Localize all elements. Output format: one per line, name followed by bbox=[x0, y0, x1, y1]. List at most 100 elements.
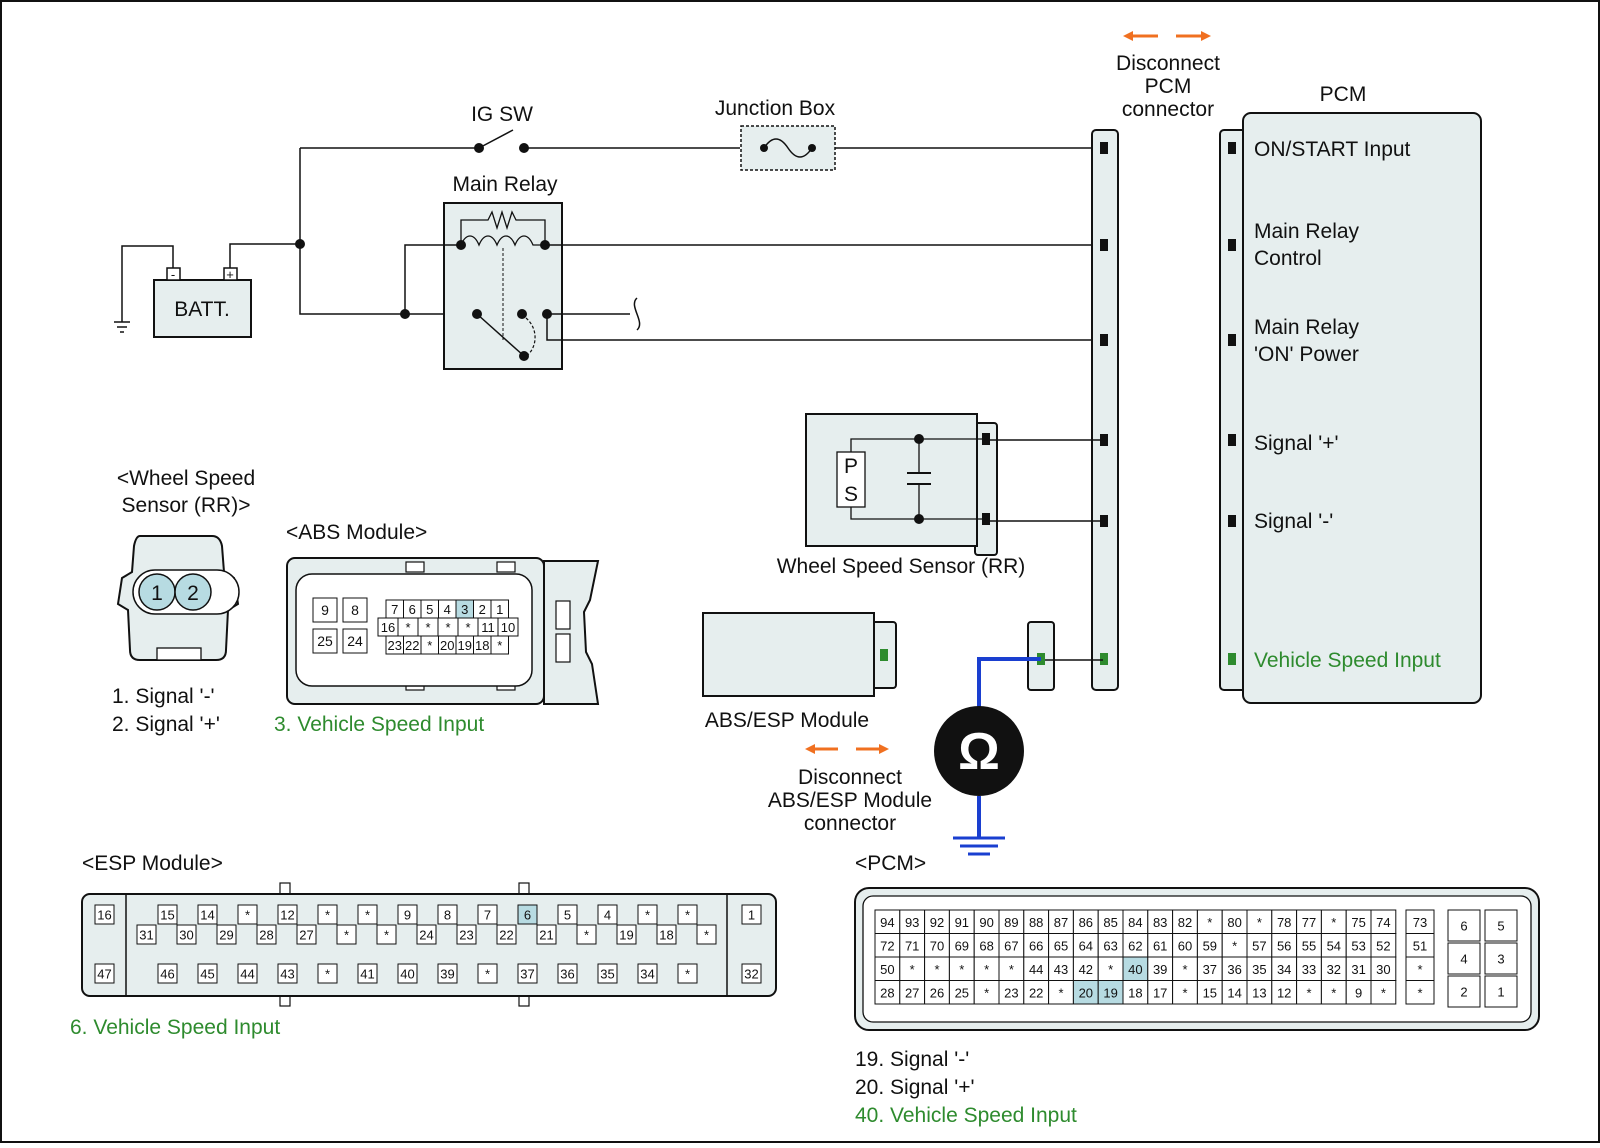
pin-label: 20 bbox=[440, 638, 454, 653]
esp-pin-45: 45 bbox=[197, 963, 218, 984]
pin-label: * bbox=[344, 928, 349, 943]
pin-label: 4 bbox=[604, 908, 611, 923]
pin-label: 37 bbox=[520, 967, 534, 982]
abs-pin-9: 9 bbox=[312, 597, 338, 623]
pin-label: 19 bbox=[458, 638, 472, 653]
pin-label: 19 bbox=[619, 928, 633, 943]
pin-label: * bbox=[1182, 962, 1187, 977]
pin-label: 82 bbox=[1178, 915, 1192, 930]
pin-label: 53 bbox=[1351, 938, 1365, 953]
pin-label: 65 bbox=[1054, 938, 1068, 953]
abs-pin-*: * bbox=[420, 635, 439, 655]
pin-label: 62 bbox=[1128, 938, 1142, 953]
pin-label: * bbox=[405, 620, 410, 635]
pin-label: 23 bbox=[459, 928, 473, 943]
pin-label: 5 bbox=[564, 908, 571, 923]
esp-pin-*: * bbox=[317, 963, 338, 984]
pin-label: * bbox=[497, 638, 502, 653]
ohmmeter-icon: Ω bbox=[934, 706, 1024, 796]
esp-pin-*: * bbox=[637, 904, 658, 925]
esp-pin-29: 29 bbox=[216, 924, 237, 945]
pin-label: * bbox=[465, 620, 470, 635]
pin-label: 31 bbox=[1351, 962, 1365, 977]
pcm-pin-25: 25 bbox=[948, 980, 975, 1005]
disconnect-abs-line3: connector bbox=[804, 812, 896, 835]
battery-label: BATT. bbox=[174, 298, 230, 321]
pin-label: 28 bbox=[880, 985, 894, 1000]
sensor-s-label: S bbox=[844, 483, 858, 506]
pcm-pin-27: 27 bbox=[899, 980, 926, 1005]
pin-label: * bbox=[1306, 985, 1311, 1000]
esp-pin-43: 43 bbox=[277, 963, 298, 984]
pcm-pin-73: 73 bbox=[1405, 909, 1435, 934]
pcm-title: PCM bbox=[1320, 83, 1367, 106]
pin-label: * bbox=[959, 962, 964, 977]
pin-label: 73 bbox=[1413, 915, 1427, 930]
abs-pin-25: 25 bbox=[312, 628, 338, 654]
pcm-pin-*: * bbox=[1172, 980, 1198, 1005]
pin-label: 32 bbox=[1327, 962, 1341, 977]
pcm-pin-52: 52 bbox=[1370, 933, 1397, 958]
pin-label: 42 bbox=[1079, 962, 1093, 977]
pin-label: 17 bbox=[1153, 985, 1167, 1000]
pin-label: * bbox=[1108, 962, 1113, 977]
abs-pin-3: 3 bbox=[455, 599, 474, 619]
pin-label: 26 bbox=[930, 985, 944, 1000]
pin-label: 47 bbox=[97, 967, 111, 982]
esp-pin-15: 15 bbox=[157, 904, 178, 925]
ig-sw-label: IG SW bbox=[471, 103, 533, 126]
esp-pin-*: * bbox=[696, 924, 717, 945]
esp-pin-*: * bbox=[237, 904, 258, 925]
esp-pin-40: 40 bbox=[397, 963, 418, 984]
pin-label: 69 bbox=[955, 938, 969, 953]
pin-label: 36 bbox=[560, 967, 574, 982]
esp-pin-8: 8 bbox=[437, 904, 458, 925]
pin-label: 61 bbox=[1153, 938, 1167, 953]
esp-pin-23: 23 bbox=[456, 924, 477, 945]
pcm-pin-50: 50 bbox=[874, 956, 901, 981]
pcm-pin-61: 61 bbox=[1147, 933, 1174, 958]
pin-label: 19 bbox=[1103, 985, 1117, 1000]
pcm-pin-*: * bbox=[1097, 956, 1124, 981]
pcm-pin-main-relay-power-2: 'ON' Power bbox=[1254, 343, 1359, 366]
pcm-pin-74: 74 bbox=[1370, 909, 1397, 934]
pin-label: 2 bbox=[1460, 985, 1467, 1000]
pcm-pin-26: 26 bbox=[924, 980, 950, 1005]
pin-label: 6 bbox=[524, 908, 531, 923]
pin-label: 39 bbox=[440, 967, 454, 982]
main-relay-label: Main Relay bbox=[452, 173, 558, 196]
abs-pin-*: * bbox=[397, 617, 419, 637]
abs-pin-20: 20 bbox=[438, 635, 457, 655]
pin-label: 86 bbox=[1079, 915, 1093, 930]
pin-label: 41 bbox=[360, 967, 374, 982]
esp-pin-*: * bbox=[376, 924, 397, 945]
pcm-pin-42: 42 bbox=[1072, 956, 1099, 981]
pcm-pin-43: 43 bbox=[1048, 956, 1074, 981]
abs-esp-module-label: ABS/ESP Module bbox=[705, 709, 869, 732]
pin-label: 14 bbox=[200, 908, 214, 923]
pin-label: 57 bbox=[1252, 938, 1266, 953]
pin-label: * bbox=[245, 908, 250, 923]
esp-pin-41: 41 bbox=[357, 963, 378, 984]
esp-pin-24: 24 bbox=[416, 924, 437, 945]
pin-label: * bbox=[1331, 985, 1336, 1000]
pcm-pin-22: 22 bbox=[1023, 980, 1050, 1005]
pcm-legend-2: 20. Signal '+' bbox=[855, 1076, 975, 1099]
pin-label: * bbox=[934, 962, 939, 977]
pcm-pin-28: 28 bbox=[874, 980, 901, 1005]
pcm-pin-35: 35 bbox=[1246, 956, 1273, 981]
pin-label: * bbox=[1232, 938, 1237, 953]
pcm-pin-32: 32 bbox=[1320, 956, 1347, 981]
esp-pin-*: * bbox=[477, 963, 498, 984]
esp-pin-36: 36 bbox=[557, 963, 578, 984]
wss-pin-1: 1 bbox=[151, 582, 163, 605]
pin-label: 21 bbox=[539, 928, 553, 943]
pcm-pin-30: 30 bbox=[1370, 956, 1397, 981]
pin-label: 33 bbox=[1302, 962, 1316, 977]
pin-label: 52 bbox=[1376, 938, 1390, 953]
pin-label: 8 bbox=[351, 602, 359, 618]
abs-pin-*: * bbox=[490, 635, 509, 655]
pin-label: 93 bbox=[905, 915, 919, 930]
abs-pin-8: 8 bbox=[342, 597, 368, 623]
